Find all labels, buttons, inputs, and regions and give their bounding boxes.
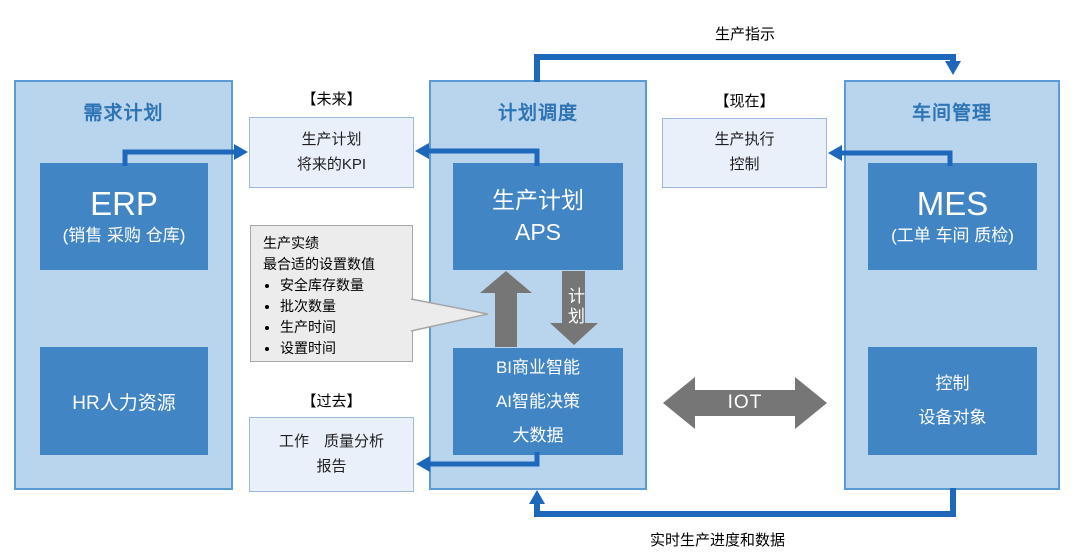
callout-bullet: 安全库存数量 — [280, 275, 404, 296]
callout-bullet: 批次数量 — [280, 296, 404, 317]
production-instruction-label: 生产指示 — [714, 26, 775, 43]
future-line1: 生产计划 — [301, 130, 362, 148]
hr-box: HR人力资源 — [40, 347, 208, 455]
past-box: 工作 质量分析 报告 — [249, 417, 414, 492]
mes-title: MES — [916, 184, 989, 222]
arrow-production-instruction — [534, 54, 961, 82]
future-line2: 将来的KPI — [296, 155, 367, 173]
past-line2: 报告 — [316, 457, 347, 475]
aps-line1: 生产计划 — [492, 187, 584, 214]
panel-title-demand-planning: 需求计划 — [83, 103, 164, 124]
mes-box: MES (工单 车间 质检) — [868, 163, 1037, 270]
present-tag: 【现在】 — [714, 93, 775, 110]
past-line1: 工作 质量分析 — [278, 432, 384, 450]
erp-subtitle: (销售 采购 仓库) — [62, 225, 186, 245]
bi-line3: 大数据 — [512, 425, 564, 445]
iot-label: IOT — [727, 392, 763, 413]
erp-box: ERP (销售 采购 仓库) — [40, 163, 208, 270]
callout-line2: 最合适的设置数值 — [263, 256, 375, 272]
arrow-realtime-feedback — [529, 488, 956, 517]
control-line2: 设备对象 — [918, 408, 987, 427]
bi-line1: BI商业智能 — [495, 357, 581, 377]
erp-title: ERP — [90, 184, 158, 222]
past-tag: 【过去】 — [301, 393, 362, 410]
hr-label: HR人力资源 — [72, 392, 176, 414]
control-line1: 控制 — [935, 374, 970, 393]
callout-bullet: 生产时间 — [280, 317, 404, 338]
bi-line2: AI智能决策 — [495, 391, 581, 411]
plan-label: 计划 — [565, 287, 584, 327]
panel-title-planning-scheduling: 计划调度 — [497, 103, 578, 124]
production-results-callout: 生产实绩 最合适的设置数值 安全库存数量 批次数量 生产时间 设置时间 — [250, 225, 413, 362]
realtime-progress-data-label: 实时生产进度和数据 — [649, 532, 785, 549]
control-equipment-box: 控制 设备对象 — [868, 347, 1037, 455]
future-box: 生产计划 将来的KPI — [249, 117, 414, 188]
future-tag: 【未来】 — [301, 91, 362, 108]
callout-line1: 生产实绩 — [263, 235, 319, 251]
present-box: 生产执行 控制 — [662, 118, 827, 188]
callout-bullet: 设置时间 — [280, 338, 404, 359]
aps-line2: APS — [514, 218, 562, 245]
present-line1: 生产执行 — [714, 131, 775, 149]
bi-box: BI商业智能 AI智能决策 大数据 — [453, 348, 623, 455]
panel-title-workshop-management: 车间管理 — [911, 103, 992, 124]
mes-subtitle: (工单 车间 质检) — [891, 225, 1014, 245]
callout-bullet-list: 安全库存数量 批次数量 生产时间 设置时间 — [263, 275, 404, 359]
present-line2: 控制 — [729, 156, 760, 173]
aps-box: 生产计划 APS — [453, 163, 623, 270]
